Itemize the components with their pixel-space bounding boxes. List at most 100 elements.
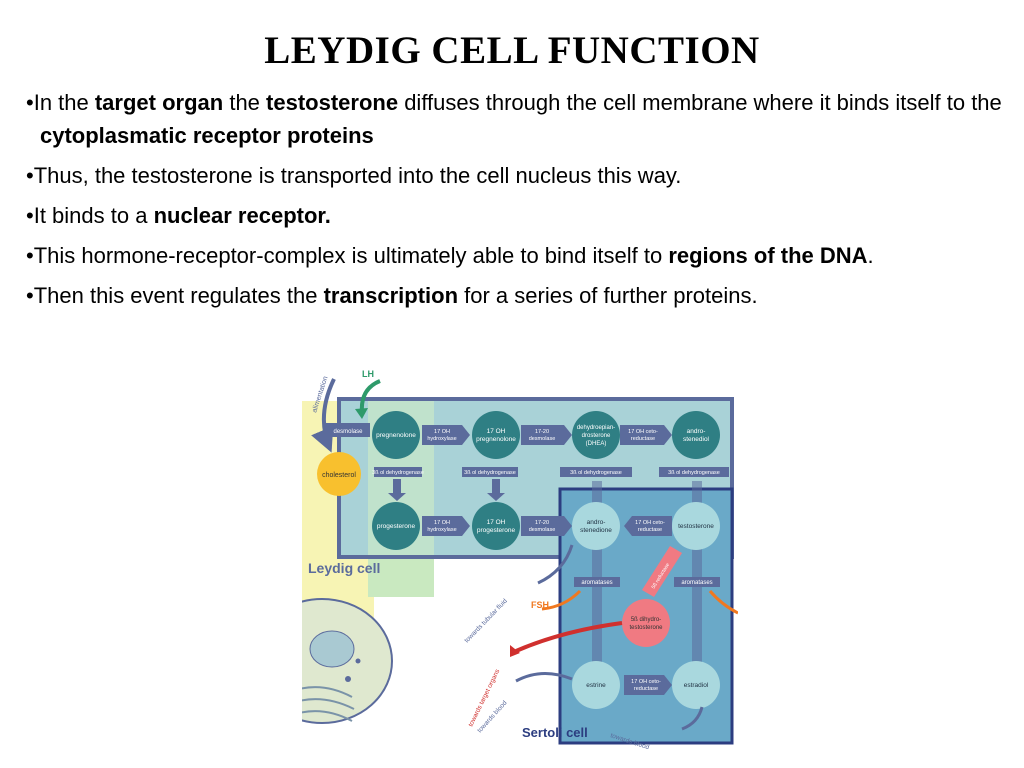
- oh-progesterone-label-2: progesterone: [477, 527, 516, 534]
- target-organs-arrow: [515, 621, 623, 653]
- dehydrogenase-bar-4: [659, 467, 729, 477]
- dihydrotestosterone-node: [622, 599, 670, 647]
- dhea-label-2: drosterone: [582, 433, 611, 439]
- bullet-bold-text: testosterone: [266, 90, 399, 115]
- oh-progesterone-label-1: 17 OH: [487, 519, 506, 526]
- androstenediol-node: [672, 411, 720, 459]
- pregnenolone-node: [372, 411, 420, 459]
- dihydrotestosterone-label-1: 5ß dihydro-: [631, 617, 661, 623]
- dehydrogenase-label-4: 3ß ol dehydrogenase: [668, 470, 720, 476]
- cetoreductase-low-label-1: 17 OH ceto-: [631, 679, 661, 685]
- dhea-label-1: dehydroepian-: [577, 425, 615, 431]
- hydroxylase-bottom-label-2: hydroxylase: [427, 527, 456, 533]
- estrine-label: estrine: [586, 682, 606, 689]
- reductase-5b-arrow: [642, 546, 682, 597]
- bullet-bold-text: target organ: [94, 90, 224, 115]
- bullet-item: •This hormone-receptor-complex is ultima…: [26, 239, 1006, 272]
- cetoreductase-low-label-2: reductase: [634, 686, 658, 692]
- oh-progesterone-node: [472, 502, 520, 550]
- bullet-text: diffuses through the cell membrane where…: [398, 90, 1002, 115]
- aromatases-bar-right: [674, 577, 720, 587]
- bullet-text: •Then this event regulates the: [26, 283, 324, 308]
- enzyme-arrow-cetoreductase-low: [624, 675, 672, 695]
- bullet-text: •This hormone-receptor-complex is ultima…: [26, 243, 669, 268]
- tubular-fluid-arrow: [537, 544, 574, 585]
- blood-arrow-left: [515, 672, 573, 683]
- enzyme-arrow-hydroxylase-top: [422, 425, 470, 445]
- desmolase-top-label-2: desmolase: [529, 436, 556, 442]
- lh-arrowhead: [355, 408, 368, 419]
- androstenedione-node: [572, 502, 620, 550]
- dehydrogenase-bar-2: [462, 467, 518, 477]
- flow-bar-right: [692, 481, 702, 671]
- pregnenolone-label: pregnenolone: [376, 432, 416, 439]
- dehydrogenase-label-2: 3ß ol dehydrogenase: [464, 470, 516, 476]
- bullet-item: •Thus, the testosterone is transported i…: [26, 159, 1006, 192]
- bullet-item: •It binds to a nuclear receptor.: [26, 199, 1006, 232]
- androstenedione-label-1: andro-: [587, 519, 606, 526]
- target-organs-arrowhead: [510, 645, 520, 657]
- blood-arrow-right: [681, 706, 704, 731]
- cetoreductase-top-label-2: reductase: [631, 436, 655, 442]
- testosterone-label: testosterone: [678, 523, 714, 530]
- flow-bar-left: [592, 481, 602, 671]
- dehydrogenase-bar-1: [374, 467, 422, 477]
- bullet-bold-text: cytoplasmatic receptor proteins: [40, 123, 374, 148]
- cetoreductase-mid-label-2: reductase: [638, 527, 662, 533]
- alimentation-arrow: [311, 378, 336, 453]
- estradiol-node: [672, 661, 720, 709]
- dehydrogenase-label-3: 3ß ol dehydrogenase: [570, 470, 622, 476]
- aromatases-label-right: aromatases: [681, 580, 712, 586]
- bullet-bold-text: transcription: [323, 283, 459, 308]
- leydig-sertoli-pathway-diagram: cholesterol alimentation LH desmolase 3ß…: [302, 361, 738, 749]
- desmolase-top-label-1: 17-20: [535, 429, 549, 435]
- slide-title: LEYDIG CELL FUNCTION: [264, 29, 760, 72]
- dehydrogenase-bar-3: [560, 467, 632, 477]
- desmolase-label: desmolase: [333, 429, 363, 435]
- vertical-arrow-1: [388, 479, 406, 501]
- cetoreductase-mid-label-1: 17 OH ceto-: [635, 520, 665, 526]
- hydroxylase-bottom-label-1: 17 OH: [434, 520, 450, 526]
- bullet-text: •It binds to a: [26, 203, 154, 228]
- aromatases-bar-left: [574, 577, 620, 587]
- bullet-text: •Thus, the testosterone is transported i…: [26, 163, 682, 188]
- bullet-text: for a series of further proteins.: [458, 283, 758, 308]
- vertical-arrow-2: [487, 479, 505, 501]
- dihydrotestosterone-label-2: testosterone: [629, 625, 663, 631]
- bullet-item: •In the target organ the testosterone di…: [26, 86, 1006, 152]
- desmolase-box: [326, 423, 370, 437]
- bullet-text: the: [223, 90, 267, 115]
- oh-pregnenolone-node: [472, 411, 520, 459]
- desmolase-bottom-label-2: desmolase: [529, 527, 556, 533]
- testosterone-node: [672, 502, 720, 550]
- progesterone-label: progesterone: [377, 523, 416, 530]
- oh-pregnenolone-label-1: 17 OH: [487, 428, 506, 435]
- enzyme-arrow-desmolase-bottom: [521, 516, 572, 536]
- enzyme-arrow-cetoreductase-mid: [624, 516, 672, 536]
- dehydrogenase-label-1: 3ß ol dehydrogenase: [372, 470, 424, 476]
- dhea-node: [572, 411, 620, 459]
- dhea-label-3: (DHEA): [586, 441, 607, 447]
- aromatases-label-left: aromatases: [581, 580, 612, 586]
- fsh-label: FSH: [531, 600, 549, 610]
- fsh-arrow-left: [541, 589, 582, 611]
- bullet-text: •In the: [26, 90, 95, 115]
- sertoli-cell-label: Sertoli cell: [522, 725, 588, 740]
- estrine-node: [572, 661, 620, 709]
- hydroxylase-top-label-1: 17 OH: [434, 429, 450, 435]
- bullet-bold-text: regions of the DNA: [668, 243, 868, 268]
- androstenedione-label-2: stenedione: [580, 527, 612, 534]
- lh-label: LH: [362, 369, 374, 379]
- bullet-bold-text: nuclear receptor.: [153, 203, 331, 228]
- hydroxylase-top-label-2: hydroxylase: [427, 436, 456, 442]
- androstenediol-label-2: stenediol: [683, 436, 710, 443]
- cholesterol-label: cholesterol: [322, 472, 356, 479]
- fsh-arrow-right: [708, 590, 738, 615]
- androstenediol-label-1: andro-: [687, 428, 706, 435]
- desmolase-bottom-label-1: 17-20: [535, 520, 549, 526]
- bullet-text: .: [867, 243, 874, 268]
- enzyme-arrow-desmolase-top: [521, 425, 572, 445]
- oh-pregnenolone-label-2: pregnenolone: [476, 436, 516, 443]
- cetoreductase-top-label-1: 17 OH ceto-: [628, 429, 658, 435]
- enzyme-arrow-cetoreductase-top: [620, 425, 672, 445]
